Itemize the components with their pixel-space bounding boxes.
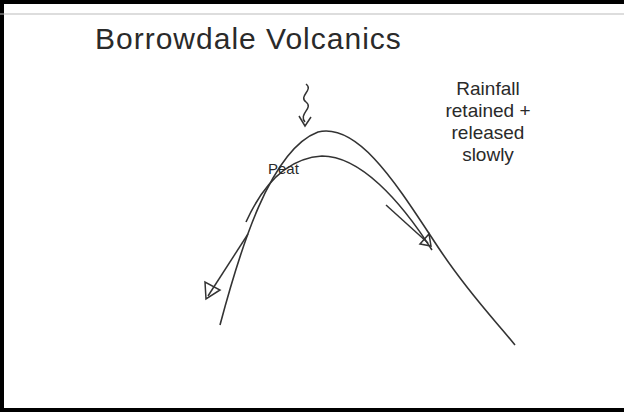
rain-arrow <box>303 84 308 122</box>
note-label: Rainfall retained + released slowly <box>432 78 544 165</box>
diagram-title: Borrowdale Volcanics <box>95 22 402 57</box>
rain-arrowhead <box>299 116 311 126</box>
peat-layer <box>246 156 432 250</box>
runoff-arrowhead <box>420 234 431 246</box>
frame <box>2 2 624 410</box>
runoff-arrowhead <box>205 282 220 299</box>
runoff-arrow <box>386 205 428 243</box>
frame-line <box>0 14 624 15</box>
layer-label: Peat <box>268 160 299 177</box>
